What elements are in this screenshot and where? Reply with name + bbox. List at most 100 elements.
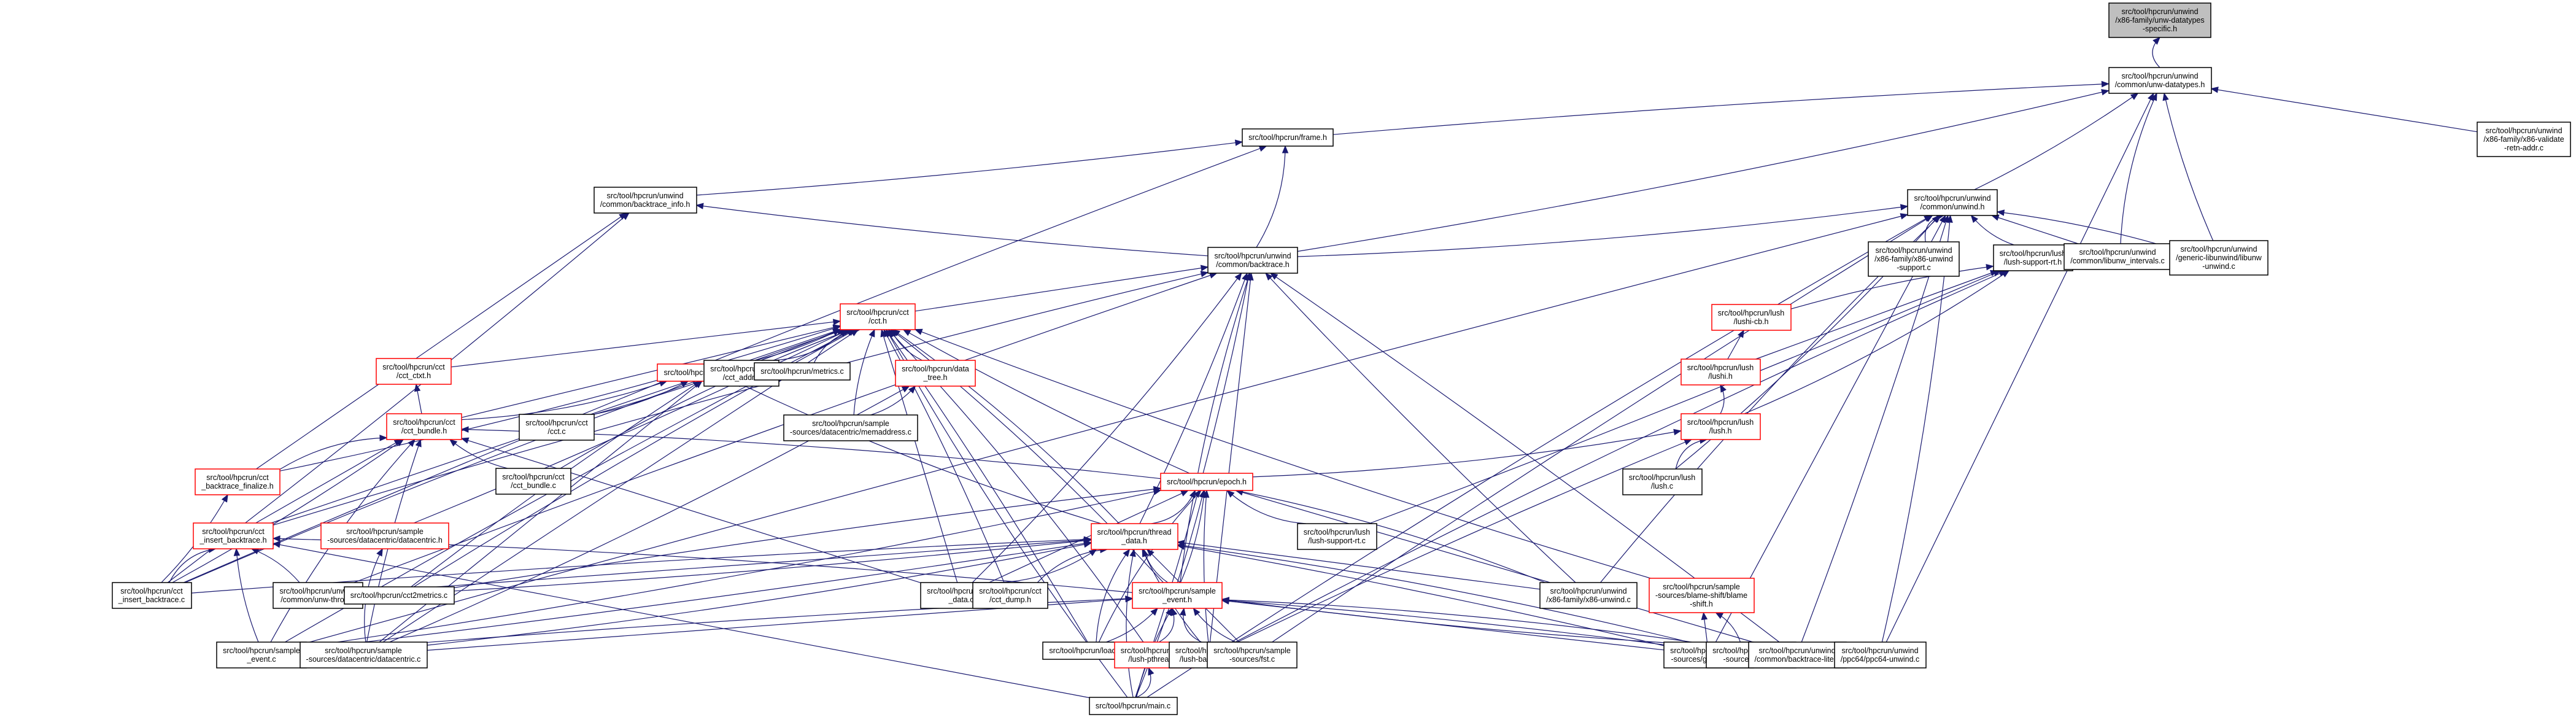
arrowhead-icon <box>272 535 280 542</box>
edge-n41-to-n25 <box>1098 490 1202 643</box>
arrowhead-icon <box>1265 273 1273 281</box>
node-main-c[interactable]: src/tool/hpcrun/main.c <box>1089 697 1178 715</box>
edge-n36-to-n6 <box>1180 273 1250 583</box>
node-label: src/tool/hpcrun/lush/lush.h <box>1687 418 1754 435</box>
node-cct-cct-ctxt-h[interactable]: src/tool/hpcrun/cct/cct_ctxt.h <box>376 358 452 385</box>
node-unwind-common-backtrace-h[interactable]: src/tool/hpcrun/unwind/common/backtrace.… <box>1207 247 1298 274</box>
edge-n44-to-n5 <box>1272 215 1933 643</box>
node-unwind-x86-family-x86-unwind-support-c[interactable]: src/tool/hpcrun/unwind/x86-family/x86-un… <box>1868 241 1960 277</box>
node-label: src/tool/hpcrun/sample-sources/datacentr… <box>790 419 911 436</box>
node-lush-lush-support-rt-h[interactable]: src/tool/hpcrun/lush/lush-support-rt.h <box>1993 244 2073 271</box>
node-box <box>216 641 307 669</box>
arrowhead-icon <box>1234 139 1244 146</box>
node-cct-insert-backtrace-c[interactable]: src/tool/hpcrun/cct_insert_backtrace.c <box>112 582 192 609</box>
node-cct-backtrace-finalize-h[interactable]: src/tool/hpcrun/cct_backtrace_finalize.h <box>195 468 280 495</box>
arrowhead-icon <box>914 328 923 335</box>
node-label-line: /cct_ctxt.h <box>396 371 431 380</box>
arrowhead-icon <box>908 386 916 394</box>
node-sample-event-h[interactable]: src/tool/hpcrun/sample_event.h <box>1132 582 1223 609</box>
node-label-line: /cct_addr.c <box>723 373 760 382</box>
node-label-line: /cct_bundle.c <box>511 481 556 490</box>
node-thread-data-h[interactable]: src/tool/hpcrun/thread_data.h <box>1091 523 1178 550</box>
nodes-layer: src/tool/hpcrun/unwind/x86-family/unw-da… <box>112 2 2571 715</box>
node-label-line: src/tool/hpcrun/lush <box>1687 363 1754 372</box>
node-box <box>1868 241 1960 277</box>
edge-n19-to-n14 <box>461 381 667 421</box>
node-lush-lush-h[interactable]: src/tool/hpcrun/lush/lush.h <box>1681 413 1761 440</box>
node-cct-cct-c[interactable]: src/tool/hpcrun/cct/cct.c <box>519 414 595 441</box>
arrowhead-icon <box>414 383 421 392</box>
node-cct-cct-bundle-c[interactable]: src/tool/hpcrun/cct/cct_bundle.c <box>495 468 571 495</box>
node-data-tree-h[interactable]: src/tool/hpcrun/data_tree.h <box>895 360 976 387</box>
node-unwind-common-unwind-h[interactable]: src/tool/hpcrun/unwind/common/unwind.h <box>1907 189 1998 216</box>
node-box <box>2064 243 2172 270</box>
arrowhead-icon <box>886 328 892 338</box>
node-sample-sources-blame-shift-blame-shift-h[interactable]: src/tool/hpcrun/sample-sources/blame-shi… <box>1649 578 1755 613</box>
node-label-line: src/tool/hpcrun/unwind <box>1550 587 1626 595</box>
arrowhead-icon <box>379 435 388 441</box>
node-cct2metrics-c[interactable]: src/tool/hpcrun/cct2metrics.c <box>344 586 455 605</box>
node-label: src/tool/hpcrun/lush/lush-support-rt.h <box>2000 249 2066 266</box>
node-label-line: src/tool/hpcrun/thread <box>1097 528 1172 537</box>
edge-n43-to-n36 <box>1183 608 1202 643</box>
node-label-line: -shift.h <box>1690 600 1713 608</box>
node-box <box>1907 189 1998 216</box>
edge-n6-to-n1 <box>1297 90 2109 252</box>
node-sample-sources-datacentric-datacentric-h[interactable]: src/tool/hpcrun/sample-sources/datacentr… <box>320 522 449 549</box>
node-box <box>1748 641 1847 669</box>
node-cct-cct-h[interactable]: src/tool/hpcrun/cct/cct.h <box>840 303 916 330</box>
node-unwind-x86-family-unw-datatypes-specific-h[interactable]: src/tool/hpcrun/unwind/x86-family/unw-da… <box>2108 2 2211 38</box>
node-unwind-ppc64-ppc64-unwind-c[interactable]: src/tool/hpcrun/unwind/ppc64/ppc64-unwin… <box>1834 641 1927 669</box>
node-sample-event-c[interactable]: src/tool/hpcrun/sample_event.c <box>216 641 307 669</box>
edge-n33-to-n25 <box>454 487 1161 588</box>
node-label-line: src/tool/hpcrun/unwind <box>606 192 683 200</box>
node-frame-h[interactable]: src/tool/hpcrun/frame.h <box>1242 128 1334 147</box>
node-label: src/tool/hpcrun/cct_insert_backtrace.h <box>199 527 266 545</box>
node-sample-sources-fst-c[interactable]: src/tool/hpcrun/sample-sources/fst.c <box>1207 641 1298 669</box>
edge-n49-to-n27 <box>273 543 1089 699</box>
node-label-line: /x86-family/unw-datatypes <box>2115 16 2204 25</box>
node-label-line: _backtrace_finalize.h <box>201 482 273 490</box>
node-label-line: src/tool/hpcrun/cct2metrics.c <box>350 591 447 600</box>
node-label-line: _insert_backtrace.h <box>199 536 266 545</box>
node-unwind-common-libunw-intervals-c[interactable]: src/tool/hpcrun/unwind/common/libunw_int… <box>2064 243 2172 270</box>
node-label-line: src/tool/hpcrun/cct <box>393 418 455 427</box>
node-sample-sources-datacentric-datacentric-c[interactable]: src/tool/hpcrun/sample-sources/datacentr… <box>300 641 428 669</box>
node-unwind-generic-libunwind-libunw-unwind-c[interactable]: src/tool/hpcrun/unwind/generic-libunwind… <box>2169 240 2269 276</box>
node-label: src/tool/hpcrun/lush/lush-support-rt.c <box>1304 528 1370 545</box>
node-cct-cct-dump-h[interactable]: src/tool/hpcrun/cct/cct_dump.h <box>972 582 1048 609</box>
node-label: src/tool/hpcrun/sample_event.h <box>1139 587 1216 604</box>
node-cct-insert-backtrace-h[interactable]: src/tool/hpcrun/cct_insert_backtrace.h <box>193 522 274 549</box>
node-label: src/tool/hpcrun/unwind/common/backtrace-… <box>1755 646 1840 664</box>
node-epoch-h[interactable]: src/tool/hpcrun/epoch.h <box>1160 473 1253 491</box>
node-lush-lushi-h[interactable]: src/tool/hpcrun/lush/lushi.h <box>1681 358 1761 386</box>
arrowhead-icon <box>395 439 404 446</box>
edge-n37-to-n6 <box>1265 273 1576 583</box>
node-unwind-common-backtrace-lite-c[interactable]: src/tool/hpcrun/unwind/common/backtrace-… <box>1748 641 1847 669</box>
node-box <box>1207 641 1298 669</box>
edge-n44-to-n36 <box>1193 608 1236 643</box>
node-label-line: /lush.c <box>1651 482 1673 490</box>
node-box <box>195 468 280 495</box>
node-cct-cct-bundle-h[interactable]: src/tool/hpcrun/cct/cct_bundle.h <box>386 413 462 440</box>
arrowhead-icon <box>1282 145 1289 153</box>
arrowhead-icon <box>1179 607 1186 616</box>
node-label: src/tool/hpcrun/cct2metrics.c <box>350 591 447 600</box>
node-lush-lushi-cb-h[interactable]: src/tool/hpcrun/lush/lushi-cb.h <box>1711 304 1792 331</box>
node-unwind-common-backtrace-info-h[interactable]: src/tool/hpcrun/unwind/common/backtrace_… <box>594 187 697 214</box>
edge-n33-to-n29 <box>454 540 1091 592</box>
edge-n40-to-n29 <box>427 543 1091 646</box>
node-metrics-c[interactable]: src/tool/hpcrun/metrics.c <box>754 362 851 381</box>
node-unwind-x86-family-x86-validate-retn-addr-c[interactable]: src/tool/hpcrun/unwind/x86-family/x86-va… <box>2477 122 2571 157</box>
node-lush-lush-c[interactable]: src/tool/hpcrun/lush/lush.c <box>1622 468 1703 495</box>
node-sample-sources-datacentric-memaddress-c[interactable]: src/tool/hpcrun/sample-sources/datacentr… <box>783 414 918 441</box>
node-box <box>840 303 916 330</box>
arrowhead-icon <box>1142 548 1148 557</box>
edge-n23-to-n19 <box>279 437 387 470</box>
node-unwind-common-unw-datatypes-h[interactable]: src/tool/hpcrun/unwind/common/unw-dataty… <box>2108 67 2212 94</box>
node-unwind-x86-family-x86-unwind-c[interactable]: src/tool/hpcrun/unwind/x86-family/x86-un… <box>1539 582 1638 609</box>
node-label-line: /generic-libunwind/libunw <box>2176 254 2262 262</box>
node-lush-lush-support-rt-c[interactable]: src/tool/hpcrun/lush/lush-support-rt.c <box>1297 523 1377 550</box>
edge-n39-to-n29 <box>306 542 1091 649</box>
node-label-line: -specific.h <box>2143 25 2177 33</box>
